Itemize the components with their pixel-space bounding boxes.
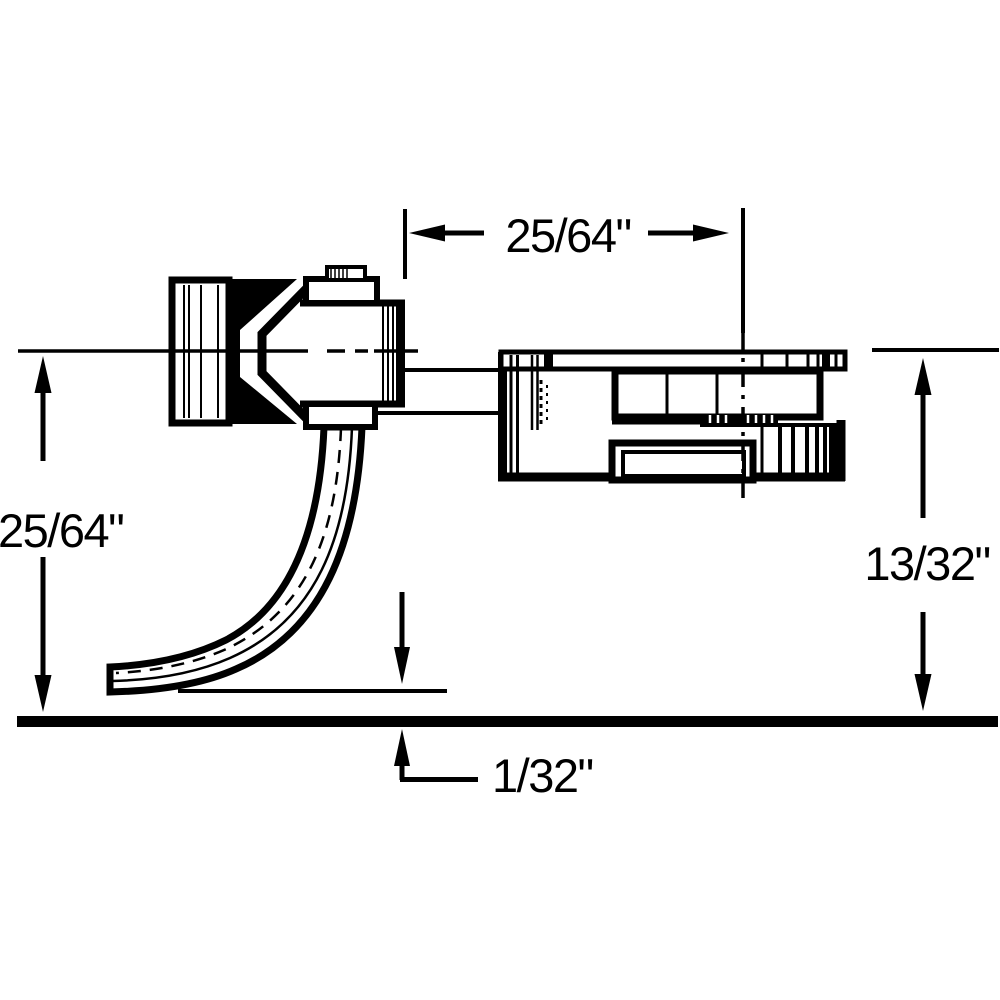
left-dimension: 25/64" [0,356,125,712]
left-dimension-label: 25/64" [0,504,123,557]
down-arrowhead-icon [34,675,52,712]
spring-section-ribs [760,427,838,476]
down-arrowhead-icon [394,647,410,684]
draft-gear-box [498,333,848,505]
lid-dividers [665,373,719,415]
center-bar-ticks [708,415,774,423]
top-dimension: 25/64" [403,208,745,333]
trip-pin [106,423,366,696]
head-bottom-lug [303,401,378,430]
head-top-lug [303,276,380,306]
bottom-dimension: 1/32" [178,592,594,802]
knob-hatching [330,269,348,279]
right-dimension: 13/32" [864,348,999,711]
knuckle-black-fill [229,279,297,424]
trip-pin-contour-line [111,426,354,683]
trip-pin-body [106,423,366,696]
trip-pin-centerline [115,427,343,675]
right-arrowhead-icon [693,224,729,242]
coupler-head [18,265,500,430]
top-plate-dividers [544,353,838,368]
gearbox-tongue-inner [621,450,746,478]
bottom-dimension-label: 1/32" [492,749,593,802]
gearbox-left-cap-lines [509,355,548,476]
left-arrowhead-icon [409,224,445,242]
up-arrowhead-icon [34,356,52,393]
gearbox-tongue-outer [608,439,757,484]
gearbox-center-bar [612,413,778,425]
top-dimension-label: 25/64" [505,209,630,262]
head-top-knob [325,265,367,282]
right-dimension-label: 13/32" [864,537,989,590]
up-arrowhead-icon [914,358,932,395]
head-shank-ribs [382,305,398,402]
knuckle-jaw-outline [257,282,313,425]
down-arrowhead-icon [914,674,932,711]
up-arrowhead-icon [394,729,410,766]
